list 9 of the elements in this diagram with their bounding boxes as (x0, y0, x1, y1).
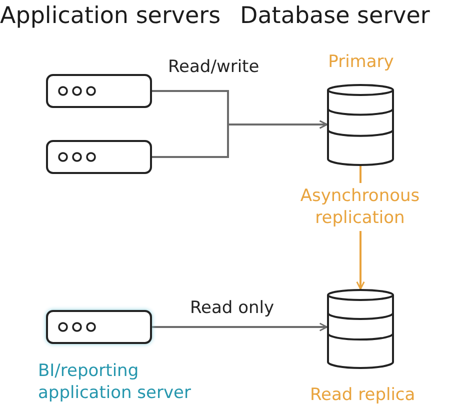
arrow (152, 322, 328, 332)
database-label: Read replica (310, 385, 412, 405)
arrow (152, 120, 328, 158)
database-label: Primary (327, 52, 395, 72)
column-heading: Database server (240, 2, 430, 30)
column-heading: Application servers (0, 2, 221, 30)
edge-label: Read only (190, 298, 274, 318)
server-label: BI/reporting application server (38, 360, 192, 404)
edge-label: Read/write (168, 57, 260, 77)
